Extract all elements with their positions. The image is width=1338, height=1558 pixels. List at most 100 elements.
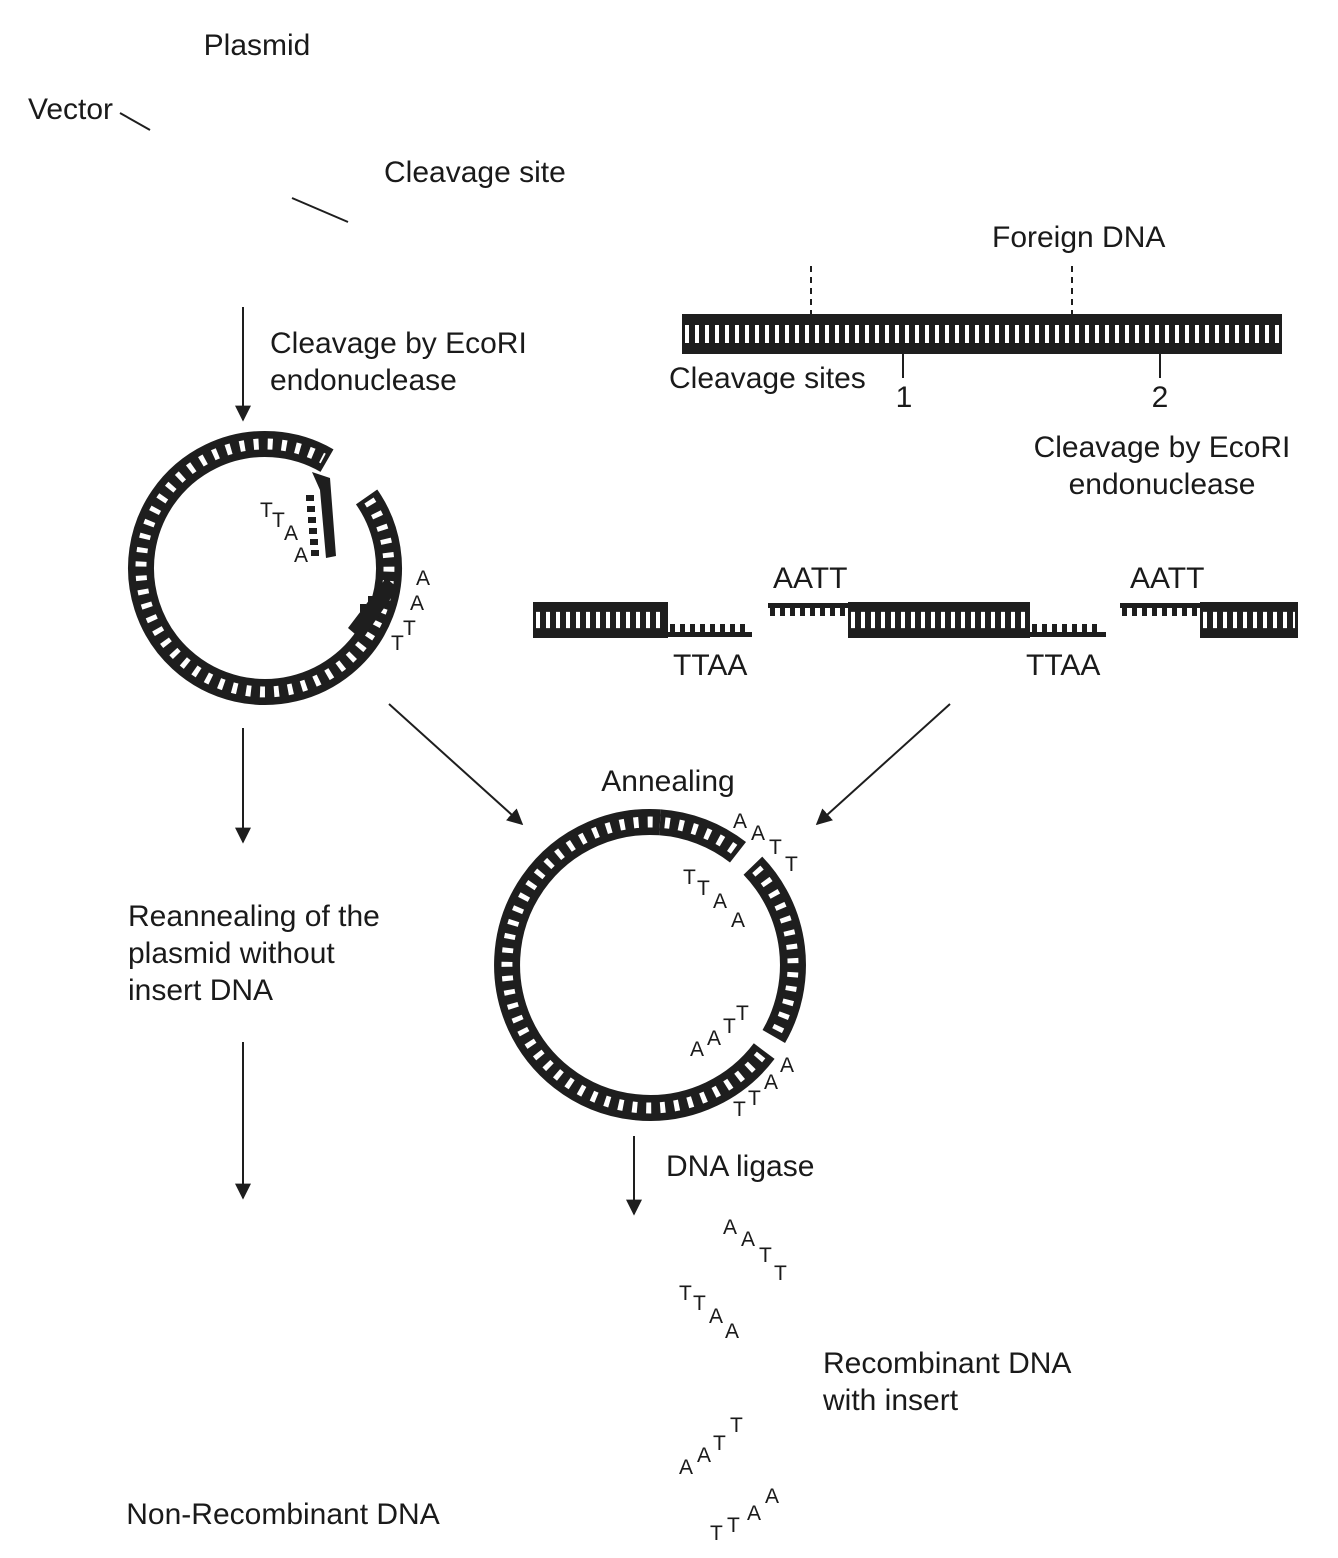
svg-text:A: A: [697, 1444, 711, 1467]
sticky-end-base: [1082, 624, 1087, 632]
sticky-end-base: [1162, 608, 1167, 616]
sticky-end-strand: [1030, 632, 1106, 637]
svg-text:T: T: [713, 1432, 726, 1455]
vector-pointer: [119, 112, 151, 131]
sticky-end-base: [820, 608, 825, 616]
sticky-end-base: [1152, 608, 1157, 616]
svg-text:A: A: [747, 1502, 761, 1525]
cleavage-by-ecori-left-line2: endonuclease: [270, 364, 457, 397]
sticky-end-base: [1142, 608, 1147, 616]
sticky-end-base: [710, 624, 715, 632]
plasmid-label: Plasmid: [204, 29, 311, 62]
cleavage-by-ecori-right-line1: Cleavage by EcoRI: [1034, 431, 1291, 464]
svg-text:T: T: [748, 1087, 761, 1110]
svg-text:T: T: [759, 1244, 772, 1267]
sticky-end-base: [730, 624, 735, 632]
svg-text:A: A: [751, 822, 765, 845]
site-2-label: 2: [1152, 381, 1169, 414]
cut-plasmid-upper-end-bases: T T A A: [260, 499, 308, 567]
sticky-end-base: [1042, 624, 1047, 632]
svg-text:A: A: [690, 1038, 704, 1061]
sticky-end-base: [1182, 608, 1187, 616]
cleavage-by-ecori-right-line2: endonuclease: [1069, 468, 1256, 501]
sticky-end-base: [670, 624, 675, 632]
sticky-end-base: [1052, 624, 1057, 632]
sticky-end-base: [700, 624, 705, 632]
svg-text:T: T: [693, 1292, 706, 1315]
upper-sticky-end: [312, 472, 336, 558]
recombinant-line1: Recombinant DNA: [823, 1347, 1071, 1380]
sticky-end-base: [1092, 624, 1097, 632]
non-recombinant-ring: [159, 1256, 379, 1476]
dna-rungs: [141, 73, 369, 301]
lower-sticky-end: [348, 578, 398, 640]
foreign-dna-strand: [682, 314, 1282, 354]
annealing-ring: [494, 808, 806, 1121]
sticky-end-base: [680, 624, 685, 632]
svg-text:T: T: [727, 1514, 740, 1537]
svg-text:T: T: [733, 1098, 746, 1121]
sticky-end-base: [306, 495, 314, 501]
foreign-dna-label: Foreign DNA: [992, 221, 1165, 254]
sticky-end-base: [1192, 608, 1197, 616]
ttaa-label-2: TTAA: [1026, 649, 1100, 682]
svg-text:A: A: [713, 890, 727, 913]
dna-segment: [533, 602, 668, 638]
ttaa-label-1: TTAA: [673, 649, 747, 682]
sticky-end-base: [384, 580, 390, 588]
recombinant-lower-bases: A A T T T T A A: [679, 1414, 779, 1545]
svg-text:A: A: [416, 567, 430, 590]
dna-rungs: [493, 1228, 797, 1532]
svg-text:T: T: [769, 836, 782, 859]
dna-segment: [682, 314, 1282, 354]
sticky-end-base: [770, 608, 775, 616]
sticky-end-base: [780, 608, 785, 616]
sticky-end-base: [800, 608, 805, 616]
svg-text:T: T: [730, 1414, 743, 1437]
svg-text:A: A: [284, 522, 298, 545]
aatt-label-1: AATT: [773, 562, 847, 595]
sticky-end-strand: [1120, 603, 1200, 608]
sticky-end-base: [690, 624, 695, 632]
sticky-end-base: [1122, 608, 1127, 616]
dna-segment: [848, 602, 1030, 638]
vector-label: Vector: [28, 93, 113, 126]
svg-text:T: T: [260, 499, 273, 522]
foreign-dna-fragments: [533, 602, 1298, 638]
sticky-end-strand: [668, 632, 752, 637]
dna-rungs: [752, 865, 799, 1035]
sticky-end-base: [368, 596, 374, 604]
svg-text:T: T: [683, 866, 696, 889]
svg-text:T: T: [403, 617, 416, 640]
svg-text:A: A: [731, 909, 745, 932]
recombinant-line2: with insert: [822, 1384, 959, 1417]
svg-text:T: T: [697, 877, 710, 900]
svg-text:T: T: [774, 1262, 787, 1285]
svg-text:A: A: [707, 1027, 721, 1050]
sticky-end-base: [360, 604, 366, 612]
sticky-end-base: [840, 608, 845, 616]
cut-plasmid: [128, 430, 402, 705]
svg-text:A: A: [725, 1320, 739, 1343]
non-recombinant-label: Non-Recombinant DNA: [126, 1498, 439, 1531]
sticky-end-base: [1032, 624, 1037, 632]
svg-text:T: T: [391, 632, 404, 655]
svg-text:T: T: [710, 1522, 723, 1545]
svg-text:T: T: [679, 1282, 692, 1305]
sticky-end-base: [720, 624, 725, 632]
svg-text:T: T: [272, 509, 285, 532]
svg-text:A: A: [780, 1054, 794, 1077]
svg-text:A: A: [294, 544, 308, 567]
cleavage-site-pointer: [291, 197, 349, 223]
svg-text:A: A: [679, 1456, 693, 1479]
dna-backbone-arc: [658, 809, 747, 863]
sticky-end-base: [830, 608, 835, 616]
svg-text:T: T: [723, 1015, 736, 1038]
sticky-end-base: [810, 608, 815, 616]
sticky-end-base: [740, 624, 745, 632]
aatt-label-2: AATT: [1130, 562, 1204, 595]
cleavage-sites-label: Cleavage sites: [669, 362, 866, 395]
sticky-end-base: [309, 528, 317, 534]
sticky-end-base: [310, 539, 318, 545]
cleavage-site-label: Cleavage site: [384, 156, 566, 189]
